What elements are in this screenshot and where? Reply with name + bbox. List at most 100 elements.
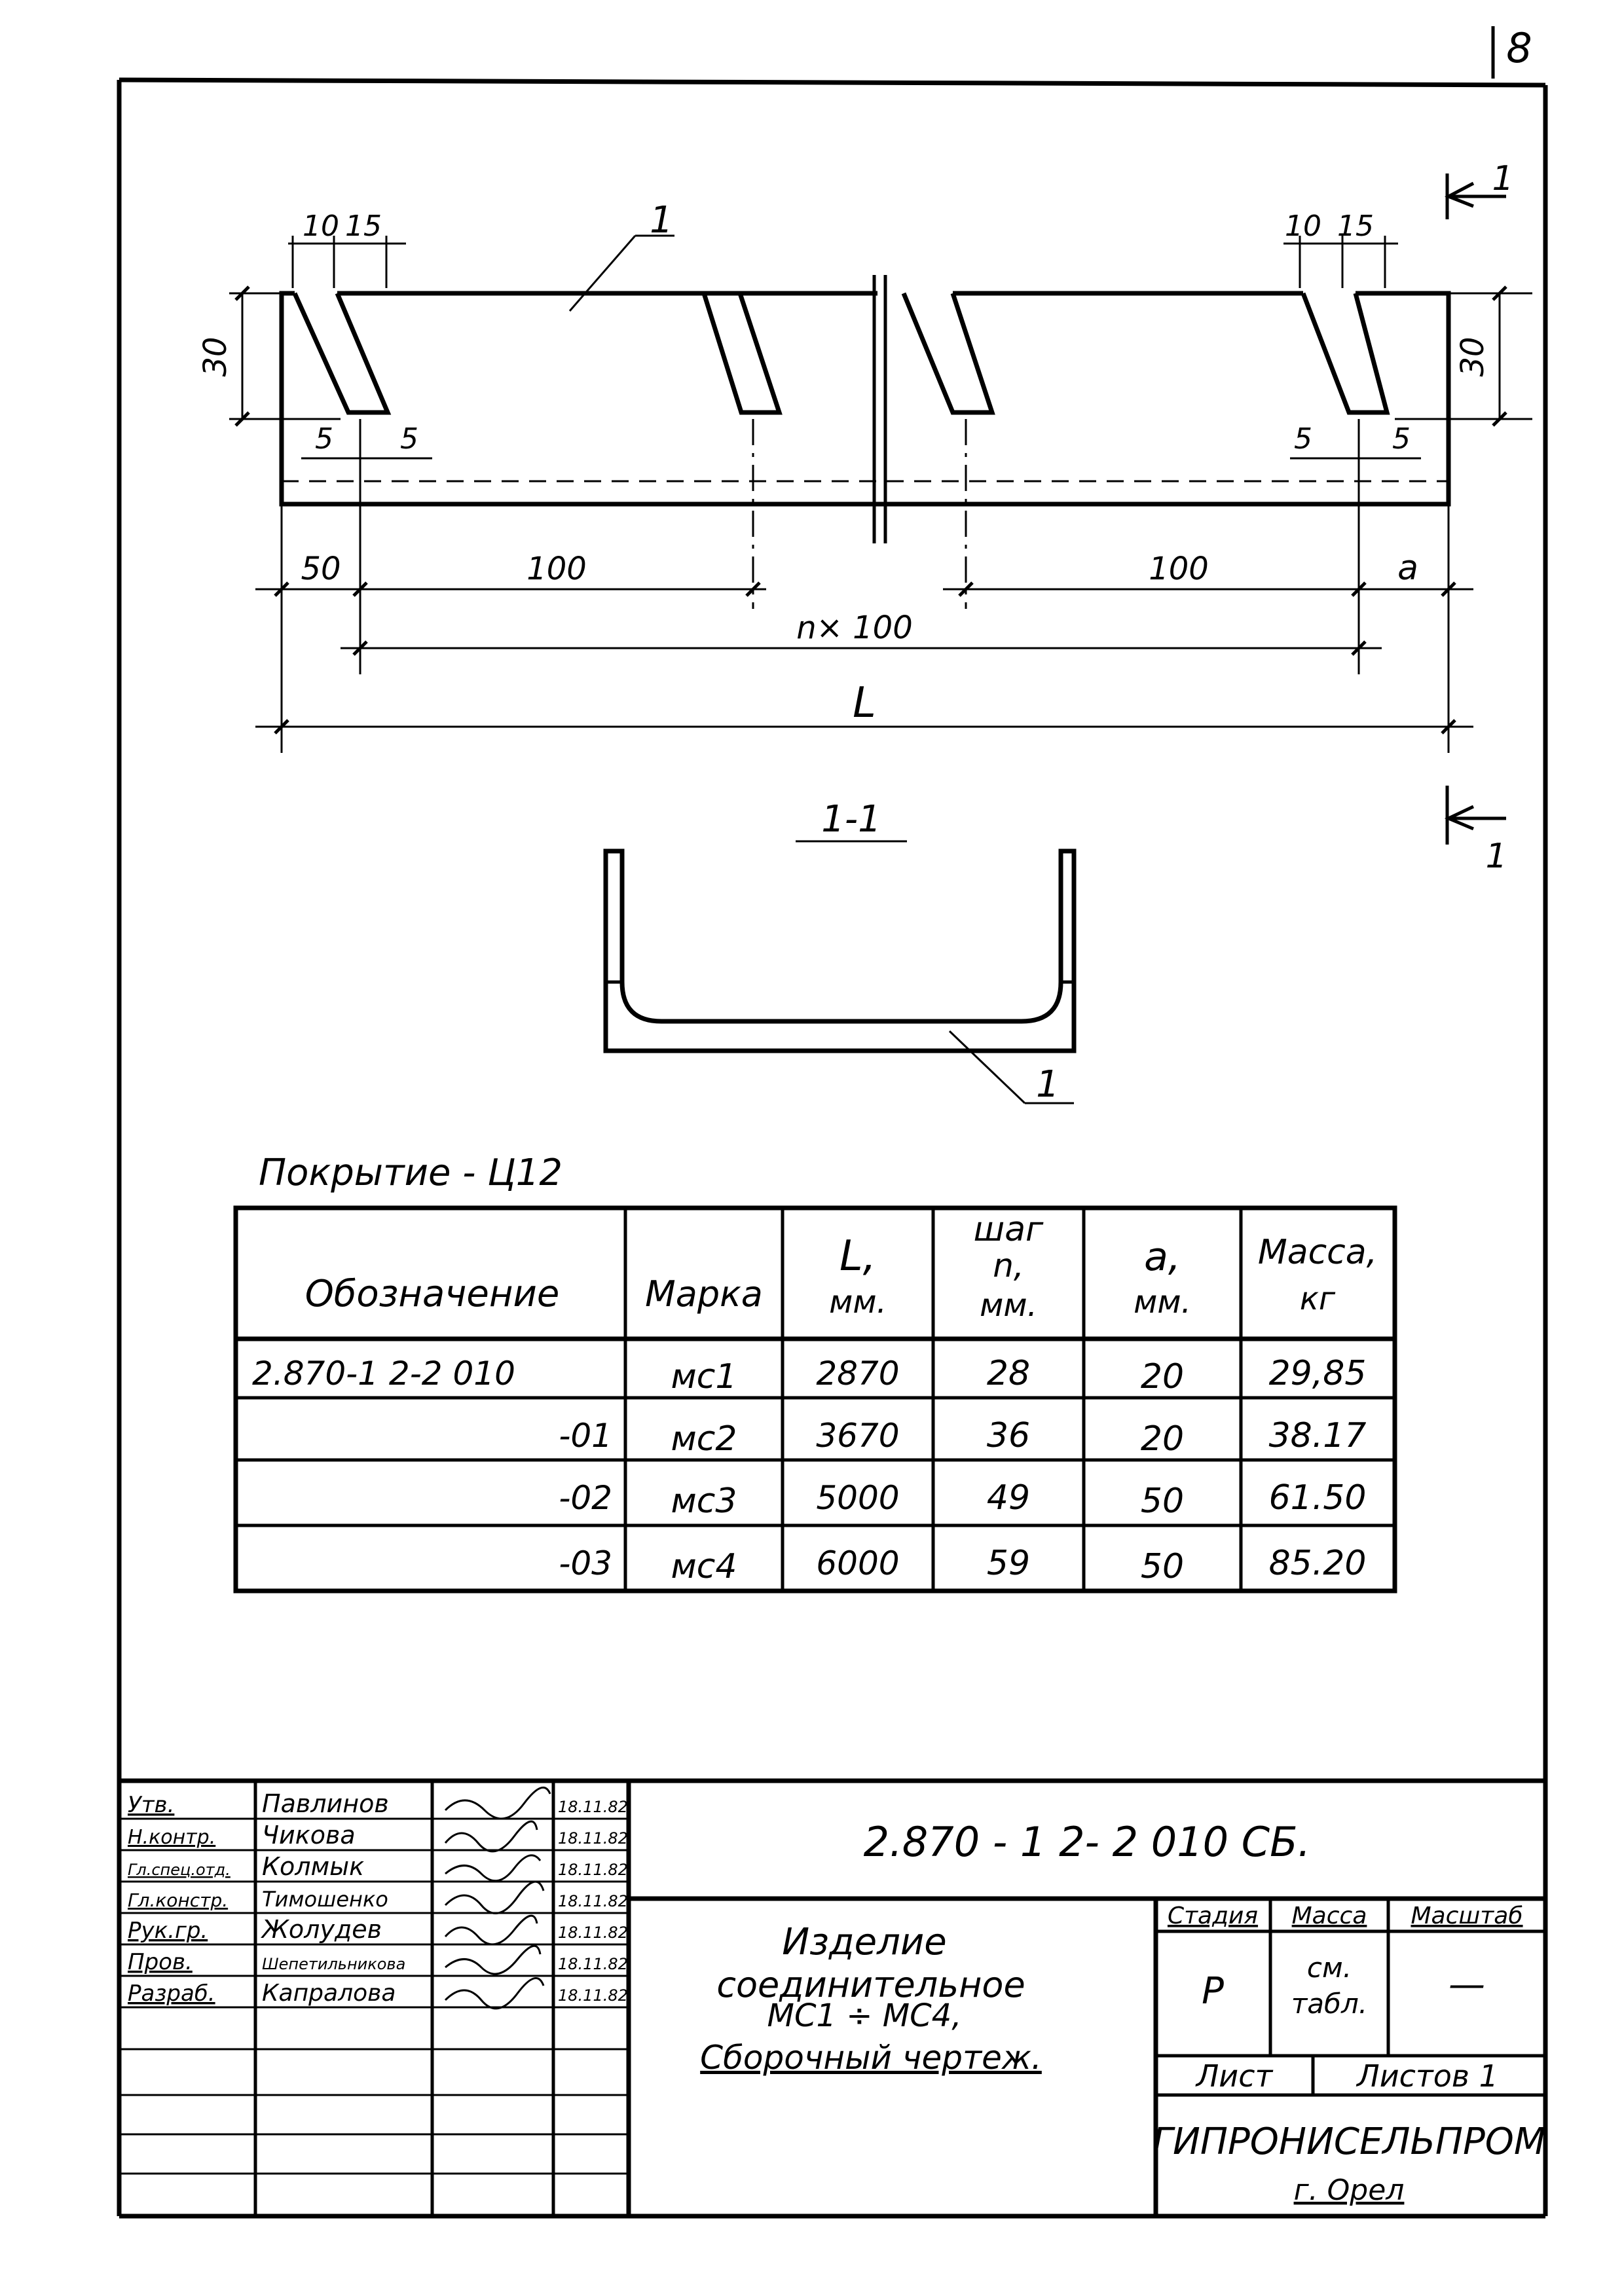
header-step-l3: мм. [980,1287,1037,1324]
coating-note: Покрытие - Ц12 [259,1152,563,1194]
dimension-gap-left-2: 5 [400,422,418,456]
title-block-signatures [444,1787,551,2010]
role-label: Гл.констр. [128,1889,228,1911]
header-length-l2: мм. [829,1284,887,1321]
cell-length: 5000 [816,1479,899,1517]
person-name: Капралова [262,1980,396,2007]
cell-mass: 29,85 [1269,1354,1367,1393]
person-name: Шепетильникова [262,1955,405,1973]
dimension-end: a [1397,549,1418,588]
cell-designation: -01 [559,1417,612,1455]
header-mass-l1: Масса, [1258,1233,1377,1272]
role-label: Утв. [128,1792,174,1818]
mass-label: Масса [1292,1903,1367,1929]
sheet-number: 8 [1506,24,1532,72]
cell-mark: мс3 [671,1482,737,1521]
cell-length: 3670 [816,1417,899,1455]
item-title-line-4: Сборочный чертеж. [700,2039,1042,2077]
section-arrow-bottom [1444,786,1506,845]
dimension-start: 50 [301,551,341,587]
header-a-l1: a, [1144,1234,1181,1280]
mass-value-line-2: табл. [1291,1988,1367,2020]
sign-date: 18.11.82 [558,1861,628,1879]
table-row: -03 мс4 6000 59 50 85.20 [559,1544,1366,1586]
dimension-span-left: 100 [526,551,587,587]
sheets-label: Листов 1 [1356,2058,1498,2094]
cell-a: 50 [1141,1547,1184,1586]
table-row: -01 мс2 3670 36 20 38.17 [559,1416,1366,1459]
dimension-pitch-left: 10 [303,210,339,243]
cell-designation: -03 [559,1544,612,1582]
dimension-height-left: 30 [197,337,234,376]
header-designation: Обозначение [305,1273,560,1315]
part-leader [568,234,674,312]
section-profile [603,848,1077,1104]
sign-date: 18.11.82 [558,1923,628,1942]
header-step-l2: n, [993,1247,1024,1285]
item-title-line-3: МС1 ÷ МС4, [767,1997,962,2034]
scale-value: — [1449,1963,1485,2006]
dimension-span-right: 100 [1149,551,1209,587]
cell-designation: -02 [559,1479,612,1517]
dimension-gap-left-1: 5 [315,422,333,456]
sheet-frame [117,26,1548,2219]
title-block-roles: Утв. Н.контр. Гл.спец.отд. Гл.констр. Ру… [128,1792,231,2007]
table-row: 2.870-1 2-2 010 мс1 2870 28 20 29,85 [252,1354,1366,1396]
person-name: Жолудев [261,1915,382,1944]
person-name: Тимошенко [262,1887,388,1912]
section-arrow-label-top: 1 [1492,159,1513,198]
dimension-gap-right-2: 5 [1392,422,1411,456]
organization-name: ГИПРОНИСЕЛЬПРОМ [1153,2121,1545,2163]
cell-step: 28 [987,1354,1030,1393]
sign-date: 18.11.82 [558,1892,628,1910]
role-label: Гл.спец.отд. [128,1861,231,1879]
title-block-names: Павлинов Чикова Колмык Тимошенко Жолудев… [261,1789,405,2007]
title-block-dates: 18.11.82 18.11.82 18.11.82 18.11.82 18.1… [558,1798,628,2005]
part-callout: 1 [650,199,673,242]
role-label: Н.контр. [128,1826,215,1849]
organization-city: г. Орел [1294,2174,1405,2207]
extension-lines [229,236,1532,753]
role-label: Пров. [128,1949,193,1975]
mass-value-line-1: см. [1307,1952,1352,1984]
part-plan-view [279,275,1451,543]
cell-length: 6000 [816,1544,899,1582]
dimension-length: L [853,679,876,727]
cell-designation: 2.870-1 2-2 010 [252,1355,515,1393]
item-title: Изделие соединительное МС1 ÷ МС4, Сбороч… [700,1921,1042,2077]
person-name: Павлинов [262,1789,389,1818]
dimension-gap-right-1: 5 [1294,422,1312,456]
spec-table-grid [233,1205,1397,1594]
section-arrow-top [1445,173,1506,219]
sign-date: 18.11.82 [558,1955,628,1973]
role-label: Рук.гр. [128,1918,208,1944]
document-code: 2.870 - 1 2- 2 010 СБ. [864,1818,1311,1866]
dimension-pitch-right: 10 [1285,210,1321,243]
cell-mass: 61.50 [1269,1478,1367,1518]
item-title-line-2: соединительное [716,1964,1025,2005]
scale-label: Масштаб [1411,1903,1522,1929]
stage-label: Стадия [1168,1903,1258,1929]
dimension-offset-left: 15 [345,210,382,243]
header-a-l2: мм. [1134,1284,1191,1321]
slot-outlines [292,292,1390,415]
sign-date: 18.11.82 [558,1798,628,1816]
cell-a: 20 [1141,1357,1184,1396]
cell-mass: 85.20 [1269,1544,1367,1583]
person-name: Чикова [262,1821,356,1850]
sign-date: 18.11.82 [558,1986,628,2005]
table-row: -02 мс3 5000 49 50 61.50 [559,1478,1366,1521]
sign-date: 18.11.82 [558,1829,628,1848]
cell-mark: мс2 [671,1419,737,1459]
section-callout: 1 [1036,1063,1060,1106]
header-mass-l2: кг [1300,1281,1336,1317]
cell-step: 49 [987,1478,1030,1518]
cell-mark: мс1 [671,1357,737,1396]
cell-step: 36 [987,1416,1030,1455]
title-block-grid [119,1778,1545,2216]
role-label: Разраб. [128,1980,215,2007]
cell-length: 2870 [816,1355,899,1393]
header-mark: Марка [645,1273,763,1315]
cell-step: 59 [987,1544,1030,1583]
